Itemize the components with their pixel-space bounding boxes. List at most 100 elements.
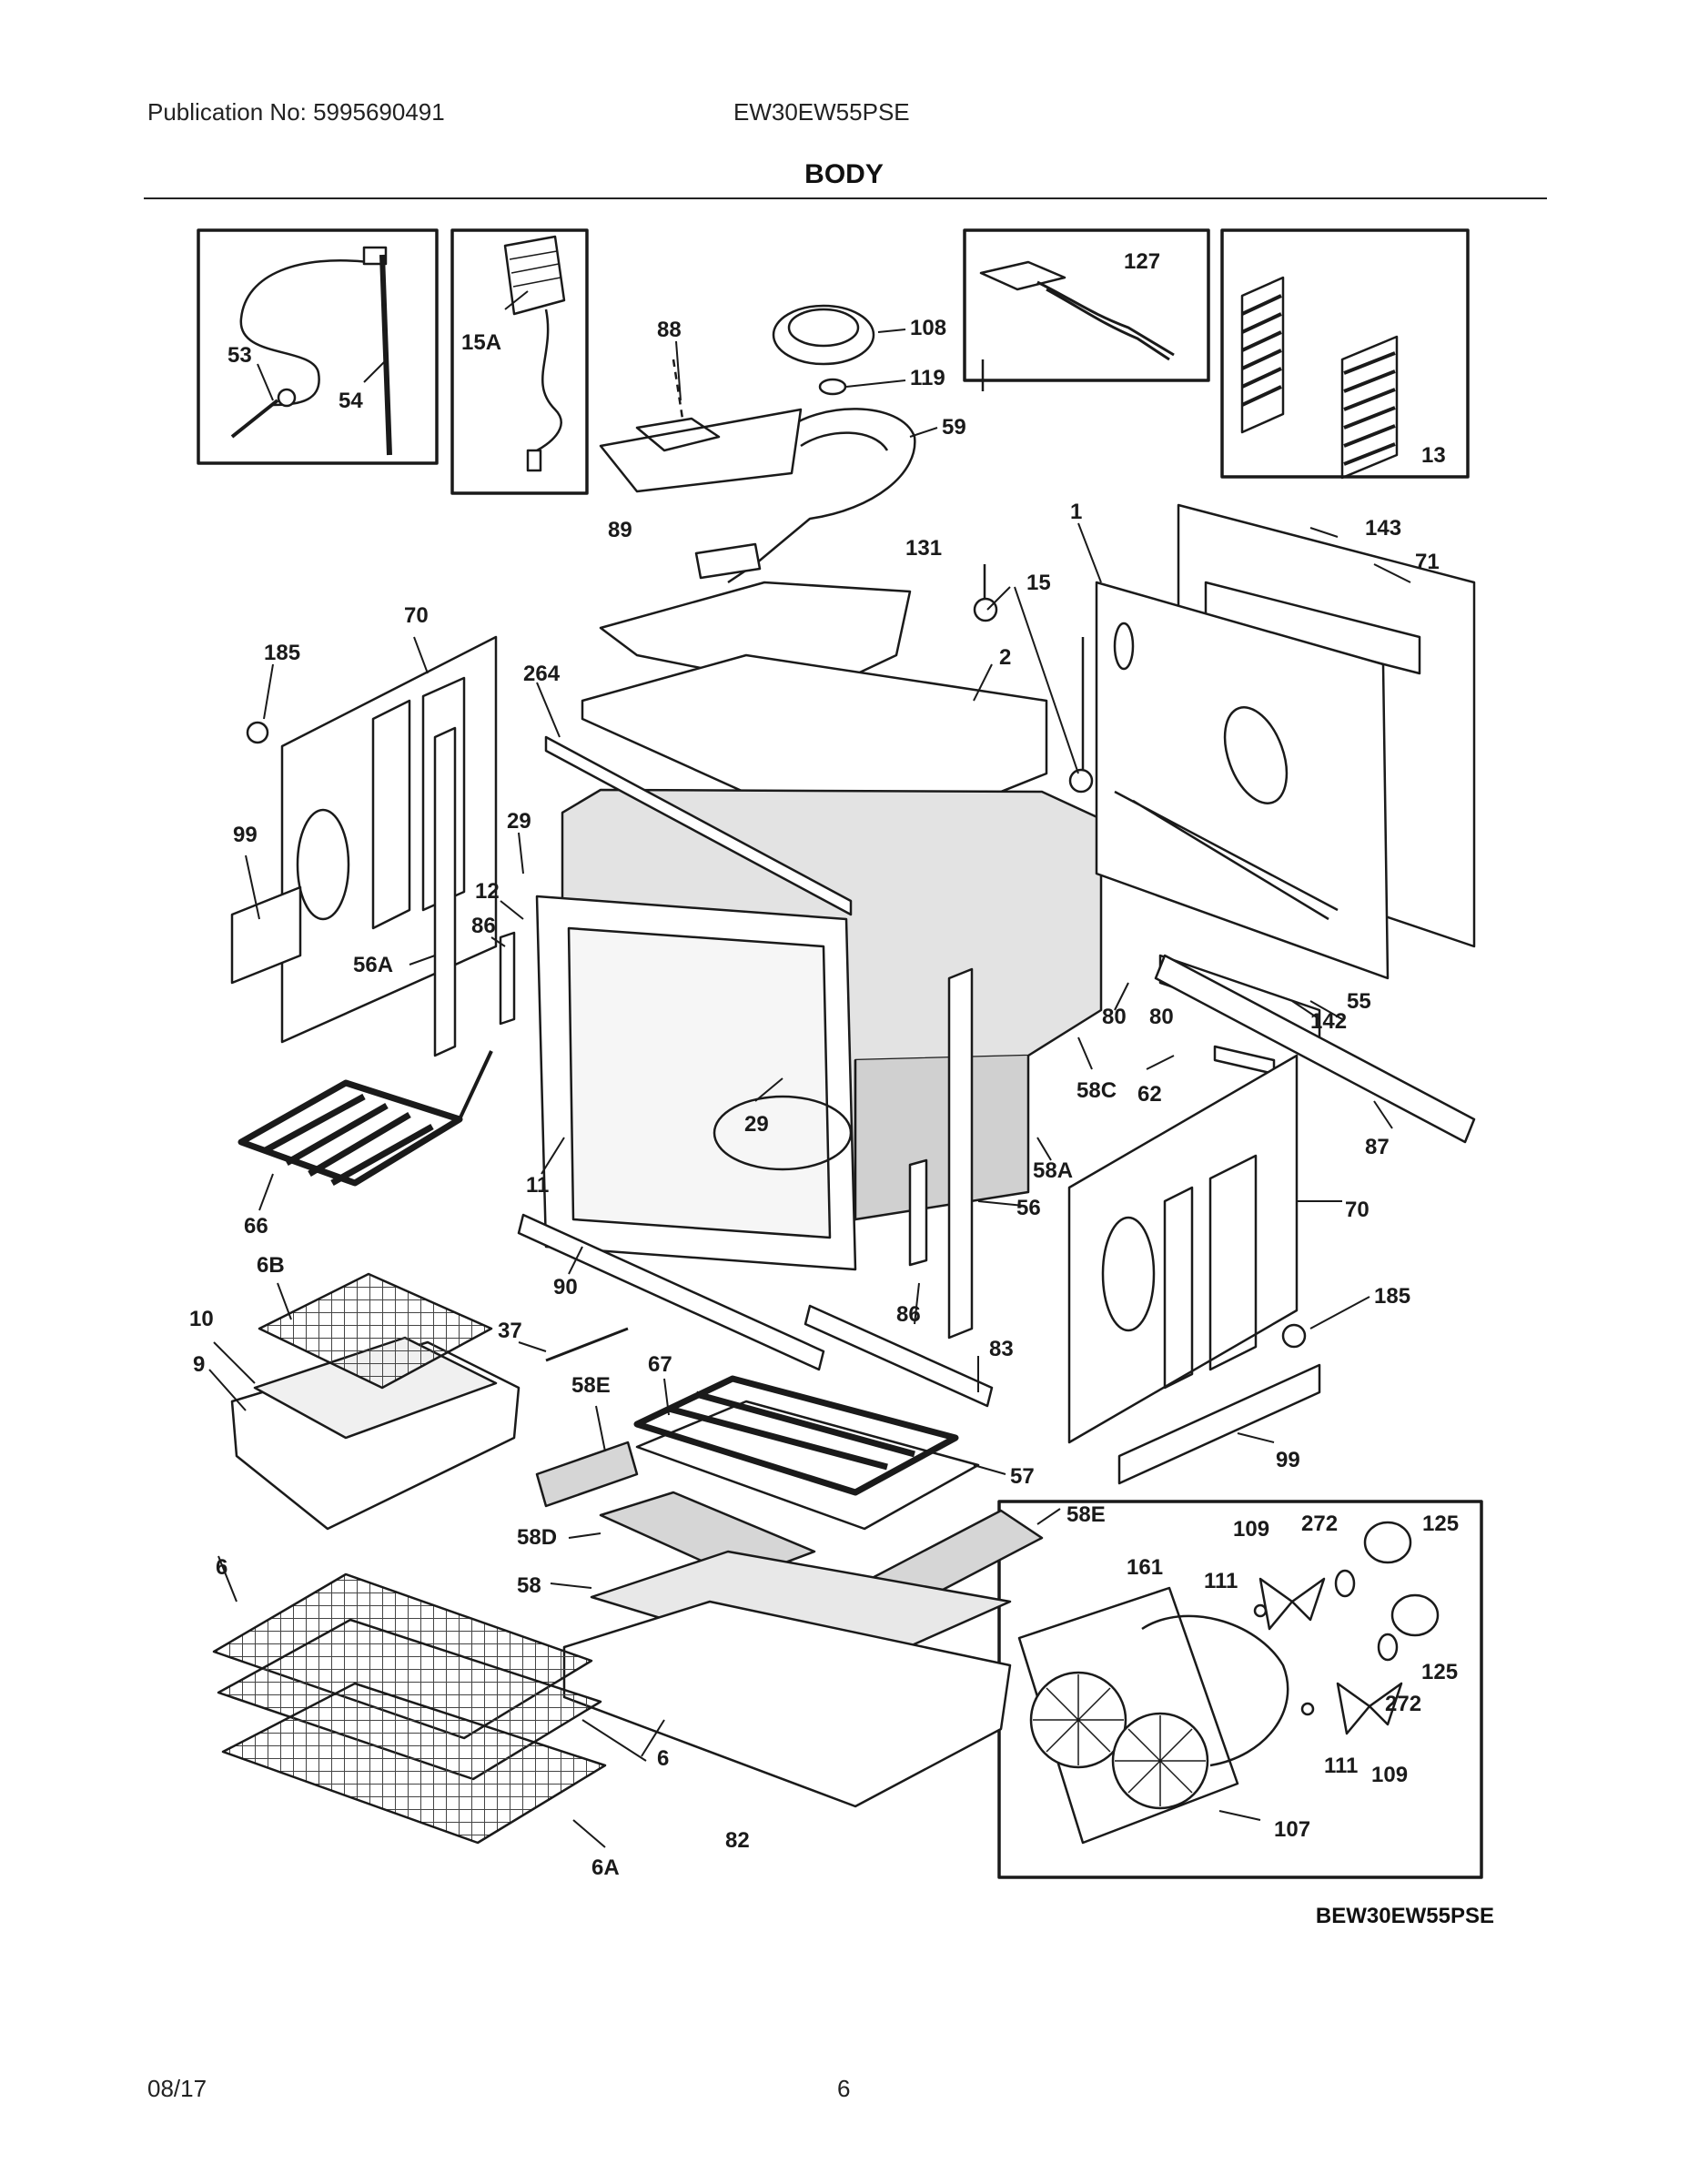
module-15a bbox=[503, 235, 566, 316]
label-88: 88 bbox=[657, 318, 682, 342]
terminal-block-62 bbox=[1213, 1045, 1276, 1076]
label-272-top: 272 bbox=[1301, 1512, 1338, 1536]
title-rule bbox=[144, 197, 1547, 199]
label-58D: 58D bbox=[517, 1525, 557, 1550]
side-panel-70-right bbox=[1067, 1054, 1299, 1444]
module-15a-cable bbox=[536, 308, 562, 452]
label-119: 119 bbox=[910, 366, 945, 390]
fan-cap-119 bbox=[818, 378, 847, 396]
label-54: 54 bbox=[339, 389, 363, 413]
harness-127-wires bbox=[1036, 280, 1175, 357]
label-185-right: 185 bbox=[1374, 1284, 1410, 1309]
label-11: 11 bbox=[526, 1173, 549, 1198]
grommet-185-left bbox=[246, 721, 269, 744]
label-13: 13 bbox=[1421, 443, 1446, 468]
label-99-right: 99 bbox=[1276, 1448, 1300, 1472]
label-264: 264 bbox=[523, 662, 561, 686]
sensor-37 bbox=[545, 1327, 629, 1362]
rail-99-left bbox=[230, 885, 302, 985]
probe-rod bbox=[230, 399, 279, 439]
label-161: 161 bbox=[1127, 1555, 1163, 1580]
sensor-15 bbox=[981, 359, 986, 619]
footer-date: 08/17 bbox=[147, 2075, 207, 2102]
nut-111-bottom bbox=[1300, 1702, 1315, 1716]
inset-wiring-box bbox=[963, 228, 1210, 382]
footer-page-number: 6 bbox=[837, 2075, 851, 2102]
label-71: 71 bbox=[1415, 550, 1440, 574]
label-108: 108 bbox=[910, 316, 946, 340]
label-1: 1 bbox=[1070, 500, 1082, 524]
model-number: EW30EW55PSE bbox=[733, 98, 910, 126]
label-6B: 6B bbox=[257, 1253, 285, 1278]
broil-element-66 bbox=[238, 1079, 463, 1187]
label-58E-left: 58E bbox=[571, 1373, 611, 1398]
fan-blade-109-bottom bbox=[1336, 1682, 1403, 1735]
label-111-top: 111 bbox=[1204, 1569, 1238, 1593]
label-89: 89 bbox=[608, 518, 632, 542]
trim-90 bbox=[517, 1213, 825, 1371]
label-111-bottom: 111 bbox=[1324, 1754, 1358, 1778]
label-127: 127 bbox=[1124, 249, 1160, 274]
rail-56 bbox=[947, 967, 974, 1340]
bushing-272-bottom bbox=[1377, 1633, 1399, 1662]
grommet-185-right bbox=[1281, 1323, 1307, 1349]
label-59: 59 bbox=[942, 415, 966, 440]
label-142: 142 bbox=[1310, 1009, 1347, 1034]
section-title: BODY bbox=[804, 159, 884, 189]
tray-57 bbox=[635, 1400, 980, 1531]
label-58: 58 bbox=[517, 1573, 541, 1598]
label-86-left: 86 bbox=[471, 914, 496, 938]
label-125-bottom: 125 bbox=[1421, 1660, 1458, 1684]
fan-ring-161 bbox=[1141, 1614, 1289, 1767]
rack-6B bbox=[258, 1272, 493, 1390]
harness-127-plate bbox=[979, 260, 1066, 291]
label-109-bottom: 109 bbox=[1371, 1763, 1408, 1787]
rail-56A bbox=[433, 726, 457, 1057]
label-70-left: 70 bbox=[404, 603, 429, 628]
label-272-bottom: 272 bbox=[1385, 1692, 1421, 1716]
label-99-left: 99 bbox=[233, 823, 258, 847]
label-58C: 58C bbox=[1076, 1078, 1117, 1103]
label-80-b: 80 bbox=[1149, 1005, 1174, 1029]
hinge-86-left bbox=[499, 931, 516, 1026]
rack-support-13 bbox=[1240, 276, 1399, 480]
blower-housing-59 bbox=[727, 408, 916, 584]
label-10: 10 bbox=[189, 1307, 214, 1331]
rack-6A bbox=[221, 1682, 607, 1845]
inset-probe-box bbox=[197, 228, 439, 465]
duct-88 bbox=[599, 408, 803, 493]
thermostat-89 bbox=[694, 542, 762, 580]
probe-bracket bbox=[379, 254, 392, 456]
label-82: 82 bbox=[725, 1828, 750, 1853]
label-15A: 15A bbox=[461, 330, 501, 355]
label-58E-right: 58E bbox=[1066, 1502, 1106, 1527]
label-131: 131 bbox=[905, 536, 942, 561]
label-185-left: 185 bbox=[264, 641, 300, 665]
rail-99-right bbox=[1117, 1363, 1321, 1485]
label-56: 56 bbox=[1016, 1196, 1041, 1220]
label-6A: 6A bbox=[591, 1855, 620, 1880]
probe-cable bbox=[239, 259, 369, 407]
label-15: 15 bbox=[1026, 571, 1051, 595]
label-80-a: 80 bbox=[1102, 1005, 1127, 1029]
label-6-top: 6 bbox=[216, 1555, 227, 1580]
label-87: 87 bbox=[1365, 1135, 1390, 1159]
inset-rack-support-box bbox=[1220, 228, 1470, 479]
publication-number: Publication No: 5995690491 bbox=[147, 98, 445, 126]
label-86-right: 86 bbox=[896, 1302, 921, 1327]
back-panel-1 bbox=[1095, 581, 1390, 980]
inset-module-box bbox=[450, 228, 589, 495]
rail-87 bbox=[1154, 954, 1476, 1144]
insulation-58E-left bbox=[535, 1441, 639, 1508]
probe-knob bbox=[277, 388, 297, 408]
hinge-86-right bbox=[908, 1158, 928, 1267]
label-53: 53 bbox=[227, 343, 252, 368]
label-55: 55 bbox=[1347, 989, 1371, 1014]
label-37: 37 bbox=[498, 1319, 522, 1343]
label-57: 57 bbox=[1010, 1464, 1035, 1489]
label-143: 143 bbox=[1365, 516, 1401, 541]
bushing-272-top bbox=[1334, 1569, 1356, 1598]
fan-blade-109-top bbox=[1258, 1577, 1326, 1631]
label-9: 9 bbox=[193, 1352, 205, 1377]
